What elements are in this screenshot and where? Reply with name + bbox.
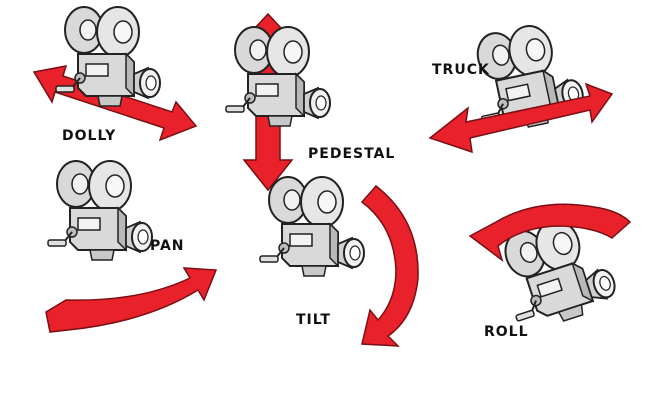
- truck-arrow: [428, 82, 614, 154]
- tilt-arrow: [360, 184, 419, 347]
- dolly-label: DOLLY: [62, 128, 117, 144]
- roll-arrow: [468, 203, 632, 262]
- truck-label: TRUCK: [432, 62, 490, 78]
- pedestal-group: [225, 12, 331, 192]
- pedestal-camera-icon: [225, 26, 331, 127]
- pan-arrow: [45, 267, 218, 333]
- tilt-camera-icon: [259, 176, 365, 277]
- pan-label: PAN: [150, 238, 185, 254]
- tilt-label: TILT: [296, 312, 331, 328]
- pan-group: [45, 160, 218, 333]
- dolly-camera-icon: [55, 6, 161, 107]
- truck-group: [428, 16, 614, 154]
- pan-camera-icon: [47, 160, 153, 261]
- tilt-group: [259, 176, 419, 347]
- pedestal-label: PEDESTAL: [308, 146, 396, 162]
- roll-label: ROLL: [484, 324, 529, 340]
- roll-group: [468, 203, 632, 336]
- dolly-group: [32, 6, 198, 142]
